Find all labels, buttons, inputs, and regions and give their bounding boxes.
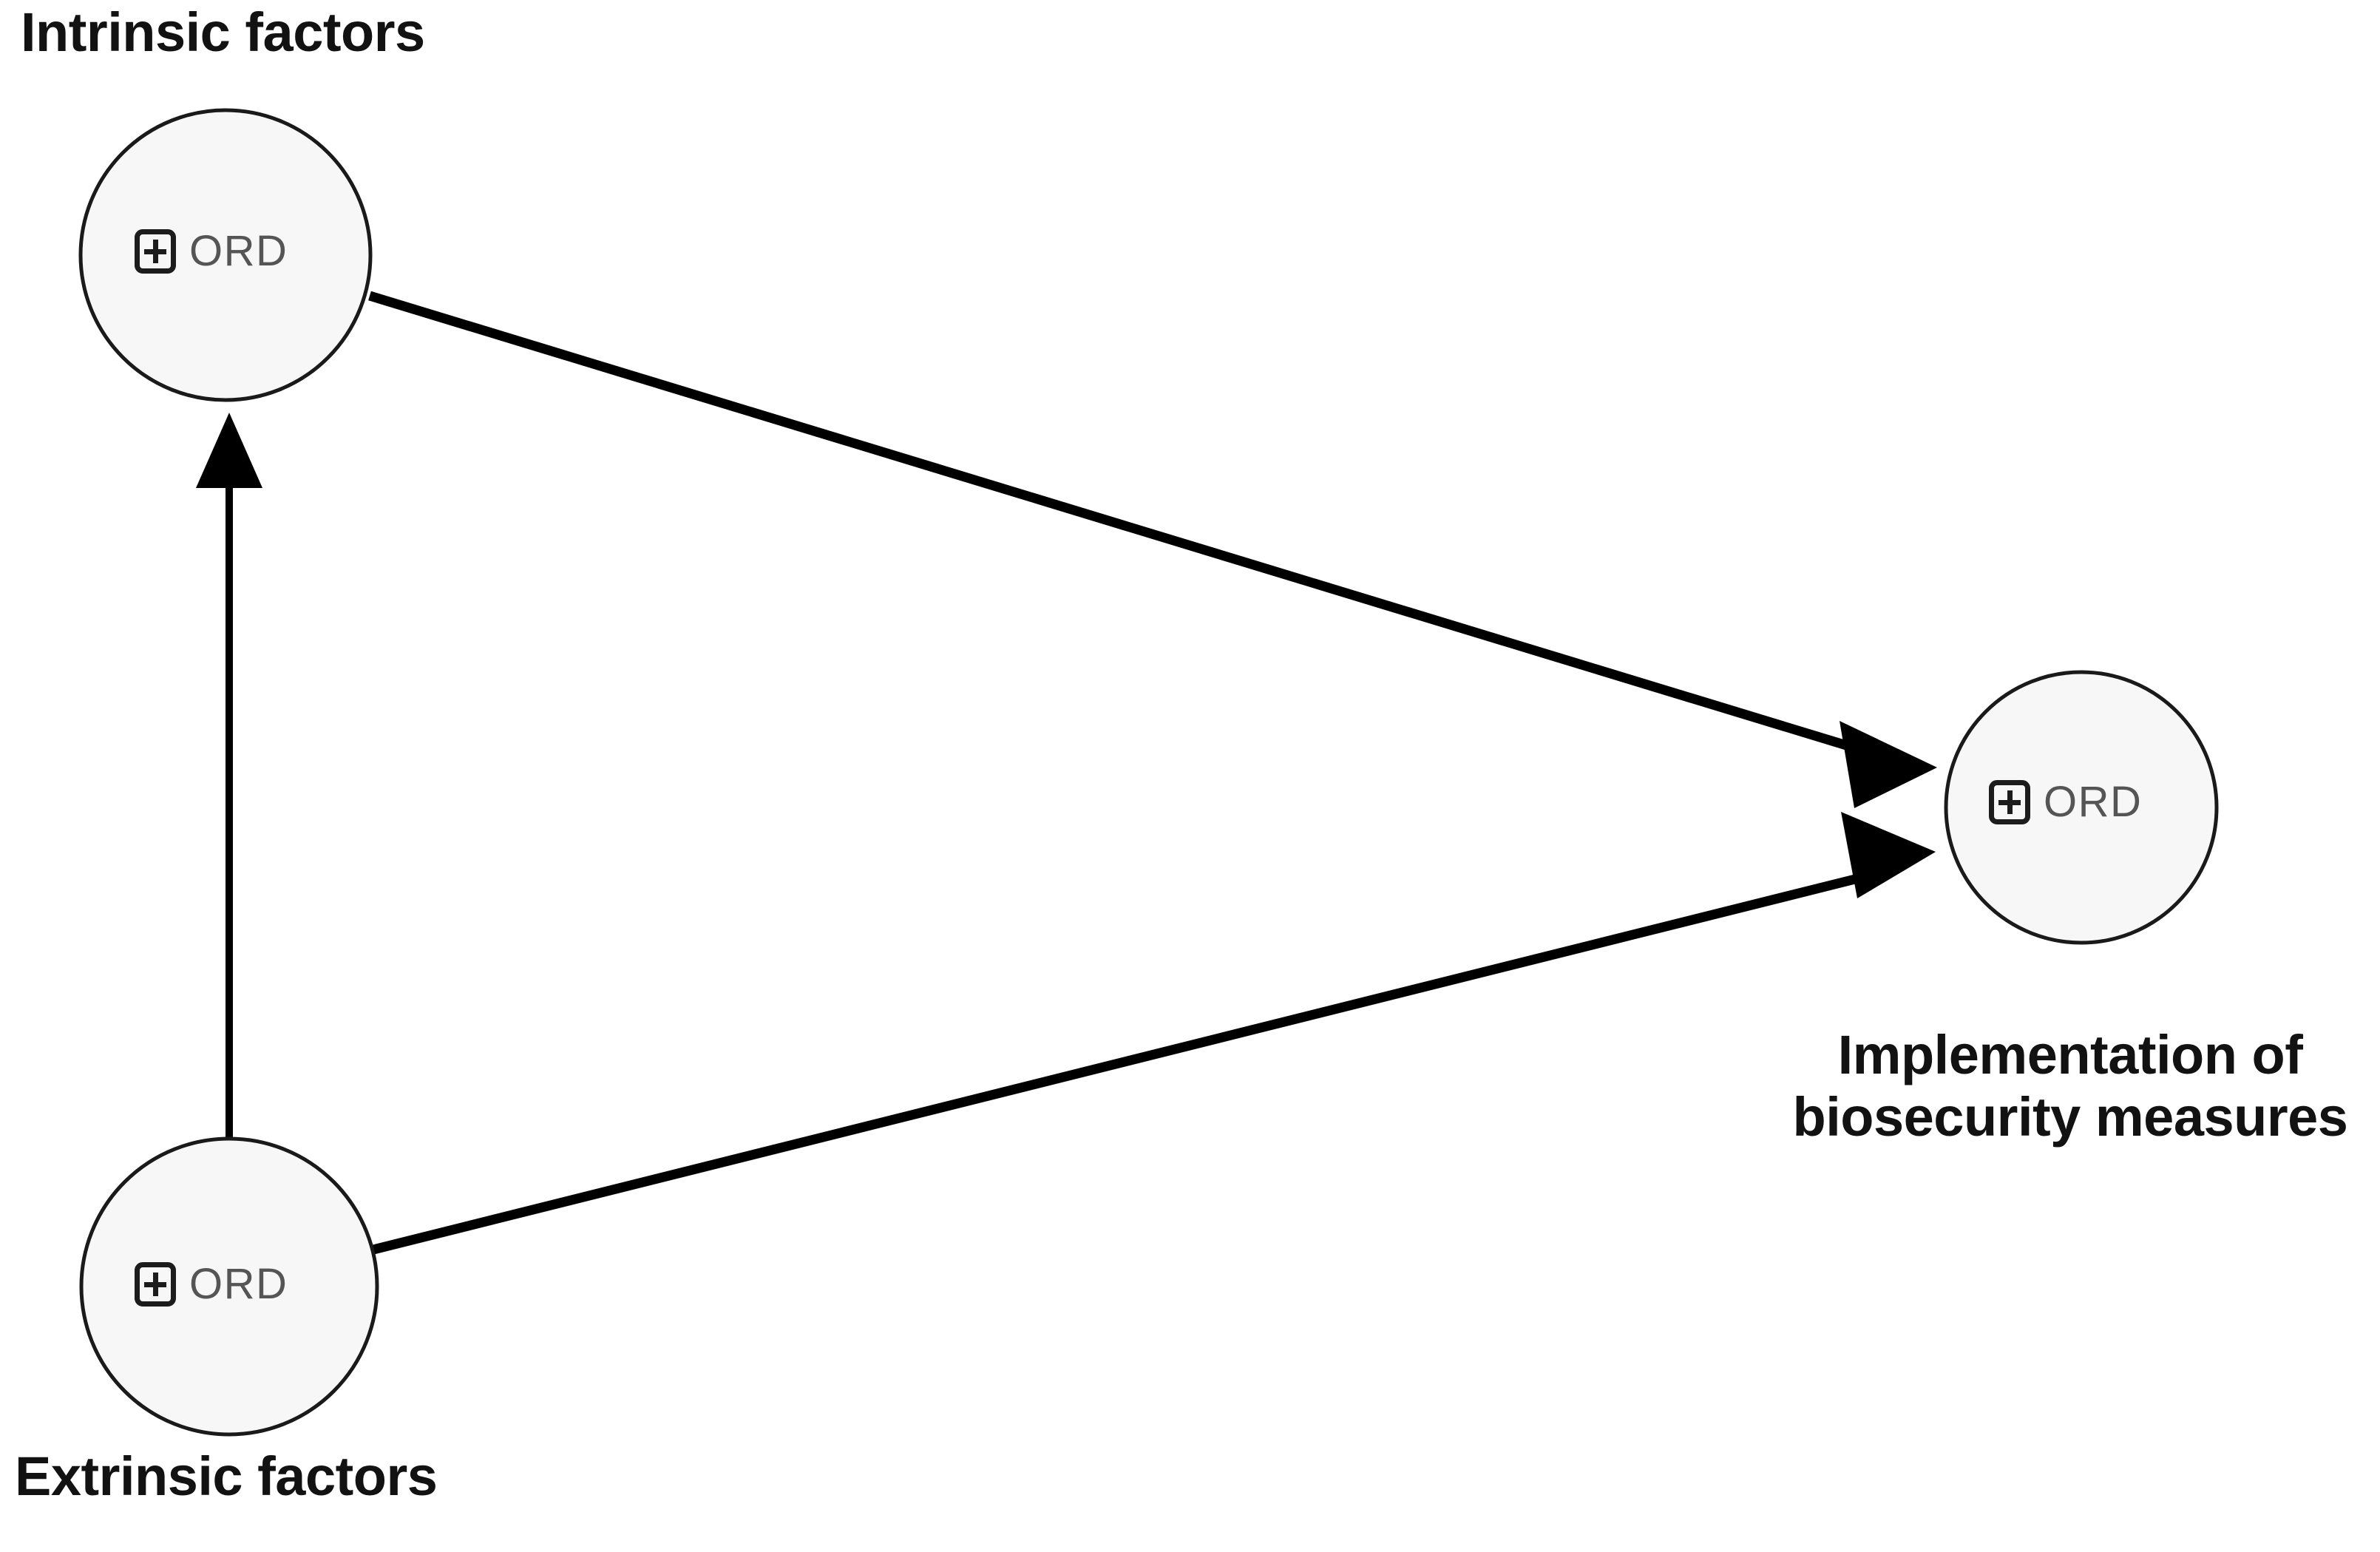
edge-extrinsic-to-intrinsic[interactable] [196, 413, 262, 1139]
node-circle-implementation[interactable] [1944, 670, 2219, 945]
node-badge-label: ORD [189, 1260, 288, 1308]
node-circle-intrinsic[interactable] [78, 108, 373, 402]
node-badge-intrinsic[interactable]: ORD [135, 229, 288, 274]
node-caption-intrinsic: Intrinsic factors [21, 1, 425, 63]
plus-in-box-icon [1989, 780, 2030, 824]
node-badge-label: ORD [2044, 778, 2143, 826]
arrowhead-up-icon [196, 413, 262, 488]
node-badge-extrinsic[interactable]: ORD [135, 1262, 288, 1307]
edge-extrinsic-to-implementation[interactable] [372, 812, 1936, 1255]
edge-intrinsic-to-implementation[interactable] [368, 291, 1937, 808]
plus-in-box-icon [135, 229, 176, 274]
plus-in-box-icon [135, 1262, 176, 1307]
node-badge-label: ORD [189, 227, 288, 275]
node-badge-implementation[interactable]: ORD [1989, 780, 2142, 824]
node-caption-implementation: Implementation of biosecurity measures [1792, 1024, 2348, 1148]
node-circle-extrinsic[interactable] [79, 1136, 379, 1437]
edge-shaft-lower-diagonal [372, 871, 1868, 1255]
arrowhead-right-lower-icon [1841, 812, 1936, 898]
node-caption-extrinsic: Extrinsic factors [15, 1446, 438, 1507]
edge-shaft-upper-diagonal [368, 291, 1872, 758]
arrowhead-right-upper-icon [1840, 721, 1937, 808]
